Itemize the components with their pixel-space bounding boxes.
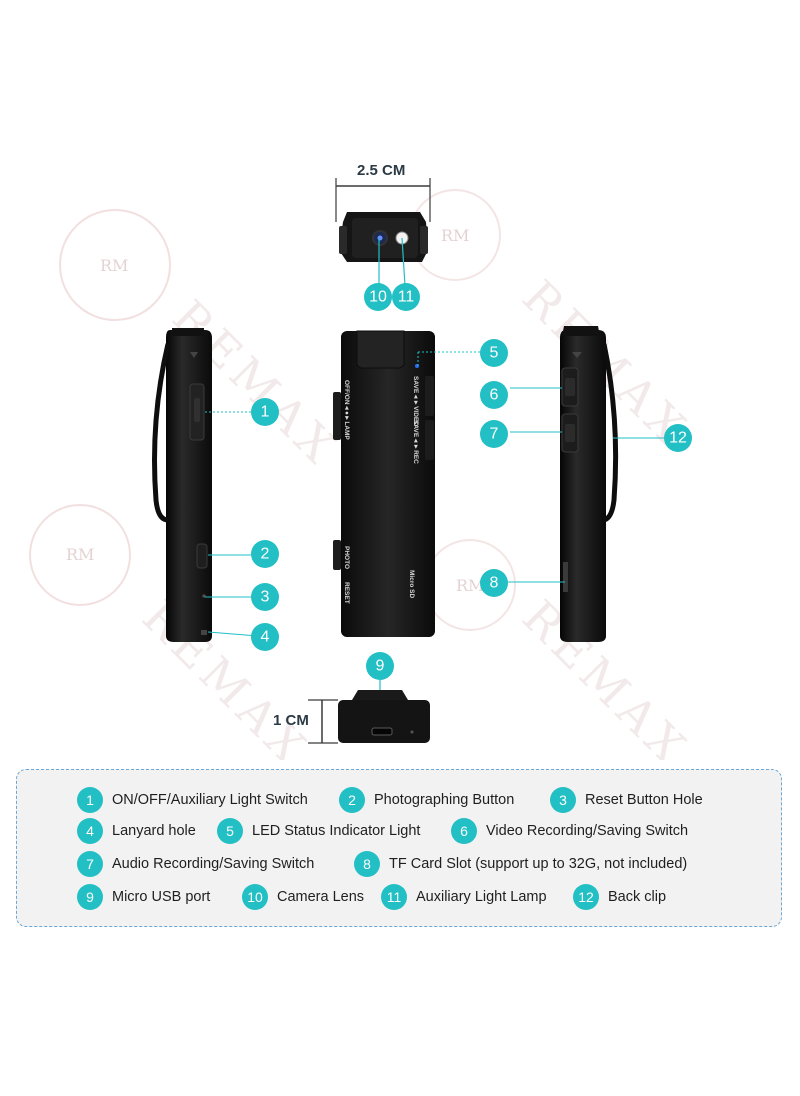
svg-text:5: 5: [490, 345, 499, 362]
callout-badge: 1: [251, 398, 279, 426]
svg-text:12: 12: [669, 430, 687, 447]
right-side-view: [508, 326, 664, 642]
left-side-view: [152, 328, 259, 642]
legend-number: 12: [573, 884, 599, 910]
legend-item: 2 Photographing Button: [339, 787, 514, 813]
watermark-logo: RM RM RM RM: [29, 189, 516, 631]
watermark-text: REMAX: [132, 590, 320, 760]
svg-text:3: 3: [261, 589, 270, 606]
legend-item: 7 Audio Recording/Saving Switch: [77, 851, 314, 877]
save-video-label: SAVE◄►VIDEO: [412, 376, 419, 426]
top-view: 2.5 CM: [335, 162, 431, 287]
legend-item: 4 Lanyard hole: [77, 818, 196, 844]
svg-text:RM: RM: [100, 256, 128, 275]
tf-card-slot: [563, 562, 568, 592]
legend-label: Lanyard hole: [112, 823, 196, 839]
svg-text:RM: RM: [456, 576, 484, 595]
legend-number: 1: [77, 787, 103, 813]
svg-text:8: 8: [490, 575, 499, 592]
legend-label: Video Recording/Saving Switch: [486, 823, 689, 839]
width-dimension-label: 2.5 CM: [357, 162, 405, 179]
svg-text:7: 7: [490, 426, 499, 443]
callout-badge: 11: [392, 283, 420, 311]
legend-number: 6: [451, 818, 477, 844]
height-dimension-label: 1 CM: [273, 712, 309, 729]
legend-item: 6 Video Recording/Saving Switch: [451, 818, 688, 844]
legend-number: 2: [339, 787, 365, 813]
callout-badge: 3: [251, 583, 279, 611]
svg-text:1: 1: [261, 404, 270, 421]
lanyard-hole: [201, 630, 207, 635]
svg-text:RM: RM: [66, 545, 94, 564]
legend-number: 3: [550, 787, 576, 813]
legend-label: Camera Lens: [277, 889, 365, 905]
callout-badge: 12: [664, 424, 692, 452]
legend-number: 10: [242, 884, 268, 910]
reset-label: RESET: [343, 582, 350, 604]
micro-sd-label: Micro SD: [408, 570, 415, 598]
legend-label: LED Status Indicator Light: [252, 823, 421, 839]
svg-text:2: 2: [261, 546, 270, 563]
svg-text:10: 10: [369, 289, 387, 306]
callout-badge: 4: [251, 623, 279, 651]
callout-badge: 8: [480, 569, 508, 597]
legend-item: 1 ON/OFF/Auxiliary Light Switch: [77, 787, 308, 813]
callout-badge: 10: [364, 283, 392, 311]
svg-text:RM: RM: [441, 226, 469, 245]
photo-label: PHOTO: [343, 546, 350, 569]
legend-label: Reset Button Hole: [585, 792, 703, 808]
svg-text:9: 9: [376, 658, 385, 675]
legend-label: Micro USB port: [112, 889, 211, 905]
legend-label: Auxiliary Light Lamp: [416, 889, 547, 905]
reset-hole: [202, 594, 206, 598]
legend-number: 7: [77, 851, 103, 877]
photo-button-side: [196, 543, 208, 569]
legend-item: 8 TF Card Slot (support up to 32G, not i…: [354, 851, 687, 877]
legend-item: 5 LED Status Indicator Light: [217, 818, 420, 844]
front-view: OFF/ON◄●►LAMP SAVE◄►VIDEO SAVE◄►REC PHOT…: [333, 330, 480, 637]
legend-item: 11 Auxiliary Light Lamp: [381, 884, 547, 910]
legend-number: 5: [217, 818, 243, 844]
legend-label: Audio Recording/Saving Switch: [112, 856, 315, 872]
watermark-text: REMAX: [512, 590, 700, 760]
legend-label: ON/OFF/Auxiliary Light Switch: [112, 792, 308, 808]
callout-badge: 5: [480, 339, 508, 367]
legend-item: 9 Micro USB port: [77, 884, 210, 910]
legend-panel: 1 ON/OFF/Auxiliary Light Switch 2 Photog…: [16, 769, 782, 927]
legend-item: 10 Camera Lens: [242, 884, 364, 910]
legend-label: Photographing Button: [374, 792, 515, 808]
svg-text:4: 4: [261, 629, 270, 646]
callout-badge: 2: [251, 540, 279, 568]
legend-item: 3 Reset Button Hole: [550, 787, 703, 813]
legend-item: 12 Back clip: [573, 884, 666, 910]
offon-lamp-label: OFF/ON◄●►LAMP: [343, 380, 350, 440]
usb-port-icon: [371, 727, 393, 736]
svg-text:6: 6: [490, 387, 499, 404]
legend-label: TF Card Slot (support up to 32G, not inc…: [389, 856, 688, 872]
product-diagram: RM RM RM RM REMAX REMAX REMAX REMAX 2.5 …: [29, 162, 700, 760]
callout-badge: 6: [480, 381, 508, 409]
legend-label: Back clip: [608, 889, 667, 905]
legend-number: 9: [77, 884, 103, 910]
callout-badge: 7: [480, 420, 508, 448]
svg-text:11: 11: [398, 289, 415, 306]
legend-number: 4: [77, 818, 103, 844]
legend-number: 11: [381, 884, 407, 910]
legend-number: 8: [354, 851, 380, 877]
save-rec-label: SAVE◄►REC: [412, 420, 419, 464]
callout-badge: 9: [366, 652, 394, 680]
bottom-view: 1 CM: [273, 680, 430, 744]
